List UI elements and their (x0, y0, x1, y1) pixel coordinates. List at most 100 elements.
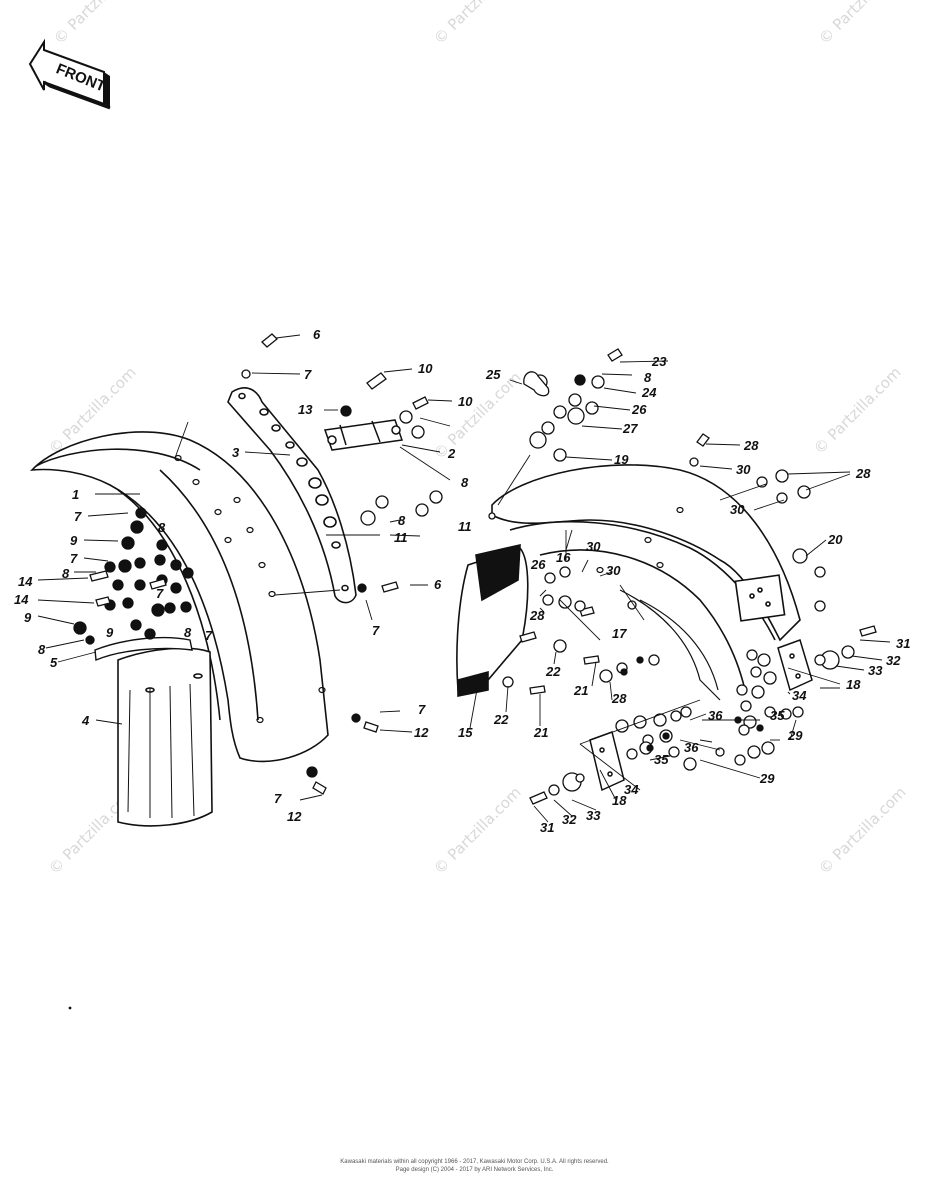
callout-7: 7 (372, 623, 380, 638)
callout-1: 1 (72, 487, 79, 502)
front-fender-holes (174, 454, 326, 724)
copyright-footer: Kawasaki materials within all copyright … (0, 1158, 949, 1174)
callout-14: 14 (18, 574, 33, 589)
rear-fender-inner (596, 506, 721, 701)
watermark: © Partzilla.com (430, 0, 525, 48)
callout-5: 5 (50, 655, 58, 670)
callout-25: 25 (485, 367, 501, 382)
callout-7: 7 (70, 551, 78, 566)
fender-brace (227, 387, 357, 604)
callout-33: 33 (868, 663, 883, 678)
callout-7: 7 (156, 586, 164, 601)
callout-17: 17 (612, 626, 627, 641)
callout-22: 22 (493, 712, 509, 727)
callout-26: 26 (631, 402, 647, 417)
callout-11: 11 (458, 519, 472, 534)
callout-35: 35 (770, 708, 785, 723)
tail-bracket-lower (589, 731, 625, 792)
callout-7: 7 (304, 367, 312, 382)
callout-36: 36 (708, 708, 723, 723)
callout-12: 12 (414, 725, 429, 740)
callout-33: 33 (586, 808, 601, 823)
watermark: © Partzilla.com (815, 783, 910, 878)
callout-22: 22 (545, 664, 561, 679)
callout-30: 30 (606, 563, 621, 578)
callout-29: 29 (787, 728, 803, 743)
watermark: © Partzilla.com (430, 368, 525, 463)
callout-2: 2 (447, 446, 456, 461)
callout-3: 3 (232, 445, 240, 460)
callout-7: 7 (74, 509, 82, 524)
rear-inner-guard (456, 543, 529, 697)
callout-18: 18 (846, 677, 861, 692)
watermark: © Partzilla.com (810, 363, 905, 458)
front-fender (29, 431, 329, 763)
fender-clamp (323, 419, 404, 451)
callout-36: 36 (684, 740, 699, 755)
callout-29: 29 (759, 771, 775, 786)
callout-18: 18 (612, 793, 627, 808)
tail-bracket-upper (777, 639, 813, 692)
callout-8: 8 (62, 566, 70, 581)
callout-8: 8 (184, 625, 192, 640)
callout-7: 7 (205, 628, 213, 643)
callout-21: 21 (533, 725, 548, 740)
callout-24: 24 (641, 385, 657, 400)
callout-14: 14 (14, 592, 29, 607)
callout-8: 8 (644, 370, 652, 385)
callout-32: 32 (562, 812, 577, 827)
callout-32: 32 (886, 653, 901, 668)
leader-lines (37, 334, 891, 823)
callout-27: 27 (622, 421, 638, 436)
callout-12: 12 (287, 809, 302, 824)
callout-30: 30 (736, 462, 751, 477)
callout-8: 8 (398, 513, 406, 528)
callout-9: 9 (70, 533, 78, 548)
callout-19: 19 (614, 452, 629, 467)
callout-35: 35 (654, 752, 669, 767)
callout-13: 13 (298, 402, 313, 417)
flap-retainer-plate (94, 636, 193, 662)
callout-7: 7 (274, 791, 282, 806)
callout-4: 4 (81, 713, 90, 728)
callout-8: 8 (38, 642, 46, 657)
callout-11: 11 (394, 530, 408, 545)
callout-9: 9 (24, 610, 32, 625)
callout-labels: 1 2 3 4 5 6 6 7 7 7 7 7 7 7 7 8 8 8 8 8 … (14, 327, 910, 835)
callout-15: 15 (458, 725, 473, 740)
callout-10: 10 (458, 394, 473, 409)
callout-7: 7 (418, 702, 426, 717)
callout-34: 34 (792, 688, 807, 703)
callout-20: 20 (827, 532, 843, 547)
copyright-line-1: Kawasaki materials within all copyright … (340, 1159, 609, 1165)
callout-8: 8 (158, 520, 166, 535)
copyright-line-2: Page design (C) 2004 - 2017 by ARI Netwo… (395, 1167, 554, 1173)
callout-28: 28 (529, 608, 545, 623)
watermark: © Partzilla.com (50, 0, 145, 48)
callout-26: 26 (530, 557, 546, 572)
watermark: © Partzilla.com (815, 0, 910, 48)
callout-28: 28 (743, 438, 759, 453)
callout-31: 31 (540, 820, 554, 835)
callout-31: 31 (896, 636, 910, 651)
callout-28: 28 (611, 691, 627, 706)
watermark: © Partzilla.com (430, 783, 525, 878)
callout-34: 34 (624, 782, 639, 797)
callout-6: 6 (313, 327, 321, 342)
callout-9: 9 (106, 625, 114, 640)
hardware (73, 333, 877, 805)
callout-28: 28 (855, 466, 871, 481)
callout-6: 6 (434, 577, 442, 592)
stray-mark (68, 1006, 72, 1010)
callout-23: 23 (651, 354, 667, 369)
callout-30: 30 (730, 502, 745, 517)
callout-16: 16 (556, 550, 571, 565)
front-mud-flap (117, 647, 213, 827)
callout-21: 21 (573, 683, 588, 698)
callout-8: 8 (461, 475, 469, 490)
rear-fender (491, 464, 801, 691)
callout-10: 10 (418, 361, 433, 376)
front-direction-badge: FRONT (28, 38, 111, 110)
callout-30: 30 (586, 539, 601, 554)
